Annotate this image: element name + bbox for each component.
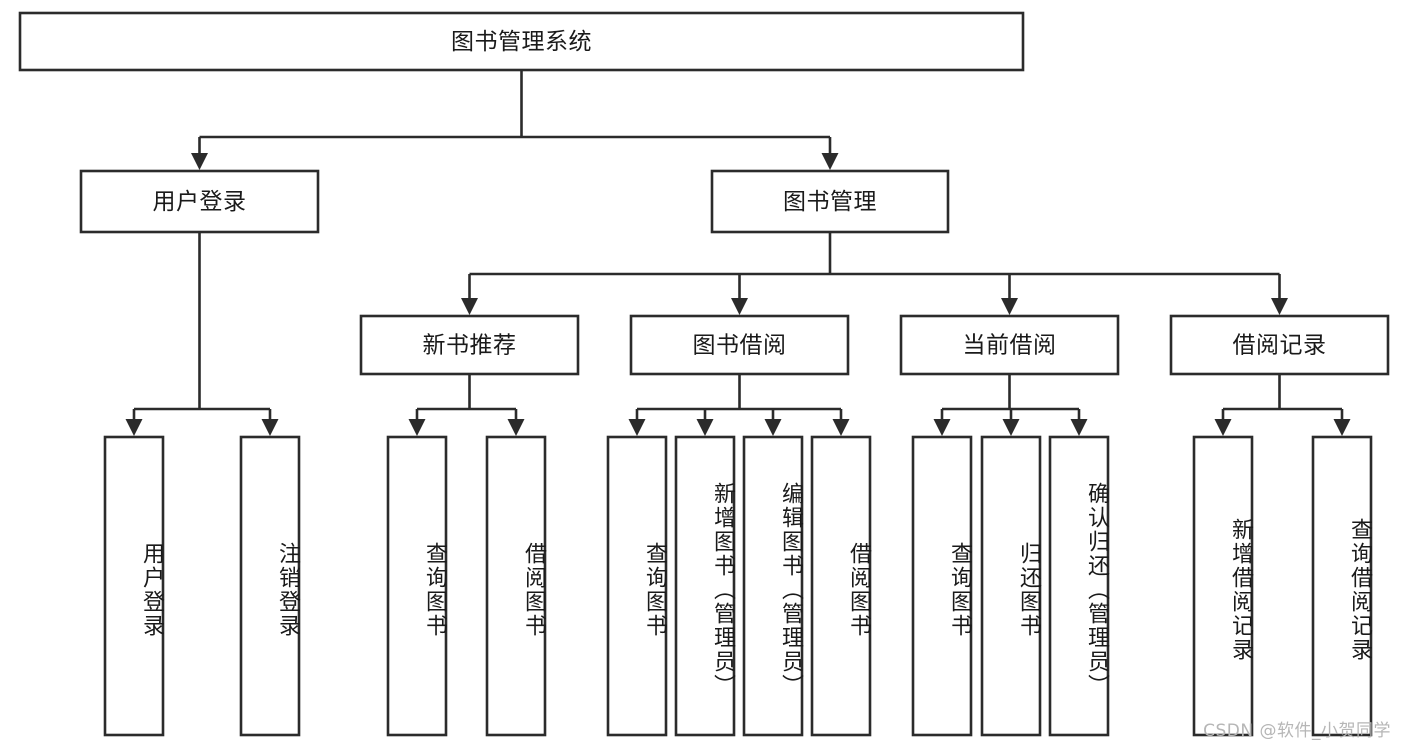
- arrow-head-leaf-edit-book: [764, 419, 782, 436]
- node-label-new-book-recommend: 新书推荐: [423, 333, 517, 359]
- node-box-leaf-edit-book[interactable]: [742, 435, 804, 737]
- node-box-leaf-borrow-book-2[interactable]: [810, 435, 872, 737]
- node-box-leaf-query-book-1[interactable]: [386, 435, 448, 737]
- arrow-head-user-login: [191, 153, 208, 170]
- node-box-leaf-confirm-return[interactable]: [1048, 435, 1110, 737]
- arrow-head-current-borrow: [1001, 298, 1018, 315]
- arrow-head-new-book-recommend: [461, 298, 478, 315]
- arrow-head-book-borrow: [731, 298, 748, 315]
- node-box-leaf-add-book[interactable]: [674, 435, 736, 737]
- node-box-root[interactable]: [18, 11, 1025, 72]
- arrow-head-leaf-add-record: [1214, 419, 1232, 436]
- arrow-head-borrow-record: [1271, 298, 1288, 315]
- arrow-head-book-manage: [821, 153, 839, 170]
- node-box-leaf-borrow-book-1[interactable]: [485, 435, 547, 737]
- arrow-head-leaf-query-book-1: [408, 419, 426, 436]
- node-label-user-login: 用户登录: [153, 189, 247, 215]
- arrow-head-leaf-return-book: [1002, 419, 1020, 436]
- node-label-book-borrow: 图书借阅: [693, 333, 787, 359]
- node-box-book-manage[interactable]: [710, 169, 950, 234]
- arrow-head-leaf-query-record: [1333, 419, 1351, 436]
- arrow-head-leaf-user-login: [125, 419, 143, 436]
- node-box-leaf-user-logout[interactable]: [239, 435, 301, 737]
- arrow-head-leaf-borrow-book-2: [832, 419, 850, 436]
- node-label-current-borrow: 当前借阅: [963, 333, 1057, 359]
- nodes-layer: [18, 11, 1390, 737]
- node-box-leaf-query-book-2[interactable]: [606, 435, 668, 737]
- node-label-root: 图书管理系统: [451, 29, 592, 55]
- arrow-head-leaf-query-book-3: [933, 419, 951, 436]
- arrow-head-leaf-confirm-return: [1070, 419, 1088, 436]
- arrow-head-leaf-borrow-book-1: [507, 419, 525, 436]
- node-label-borrow-record: 借阅记录: [1233, 333, 1327, 359]
- node-box-leaf-query-record[interactable]: [1311, 435, 1373, 737]
- node-box-new-book-recommend[interactable]: [359, 314, 580, 376]
- node-box-current-borrow[interactable]: [899, 314, 1120, 376]
- node-box-book-borrow[interactable]: [629, 314, 850, 376]
- node-box-leaf-user-login[interactable]: [103, 435, 165, 737]
- arrow-head-leaf-add-book: [696, 419, 714, 436]
- csdn-watermark: CSDN @软件_小贺同学: [1203, 721, 1391, 741]
- arrow-head-leaf-user-logout: [261, 419, 279, 436]
- node-box-leaf-query-book-3[interactable]: [911, 435, 973, 737]
- node-box-user-login[interactable]: [79, 169, 320, 234]
- node-label-book-manage: 图书管理: [783, 189, 877, 215]
- node-box-leaf-return-book[interactable]: [980, 435, 1042, 737]
- connectors-layer: [125, 70, 1351, 436]
- node-box-borrow-record[interactable]: [1169, 314, 1390, 376]
- arrow-head-leaf-query-book-2: [628, 419, 646, 436]
- node-box-leaf-add-record[interactable]: [1192, 435, 1254, 737]
